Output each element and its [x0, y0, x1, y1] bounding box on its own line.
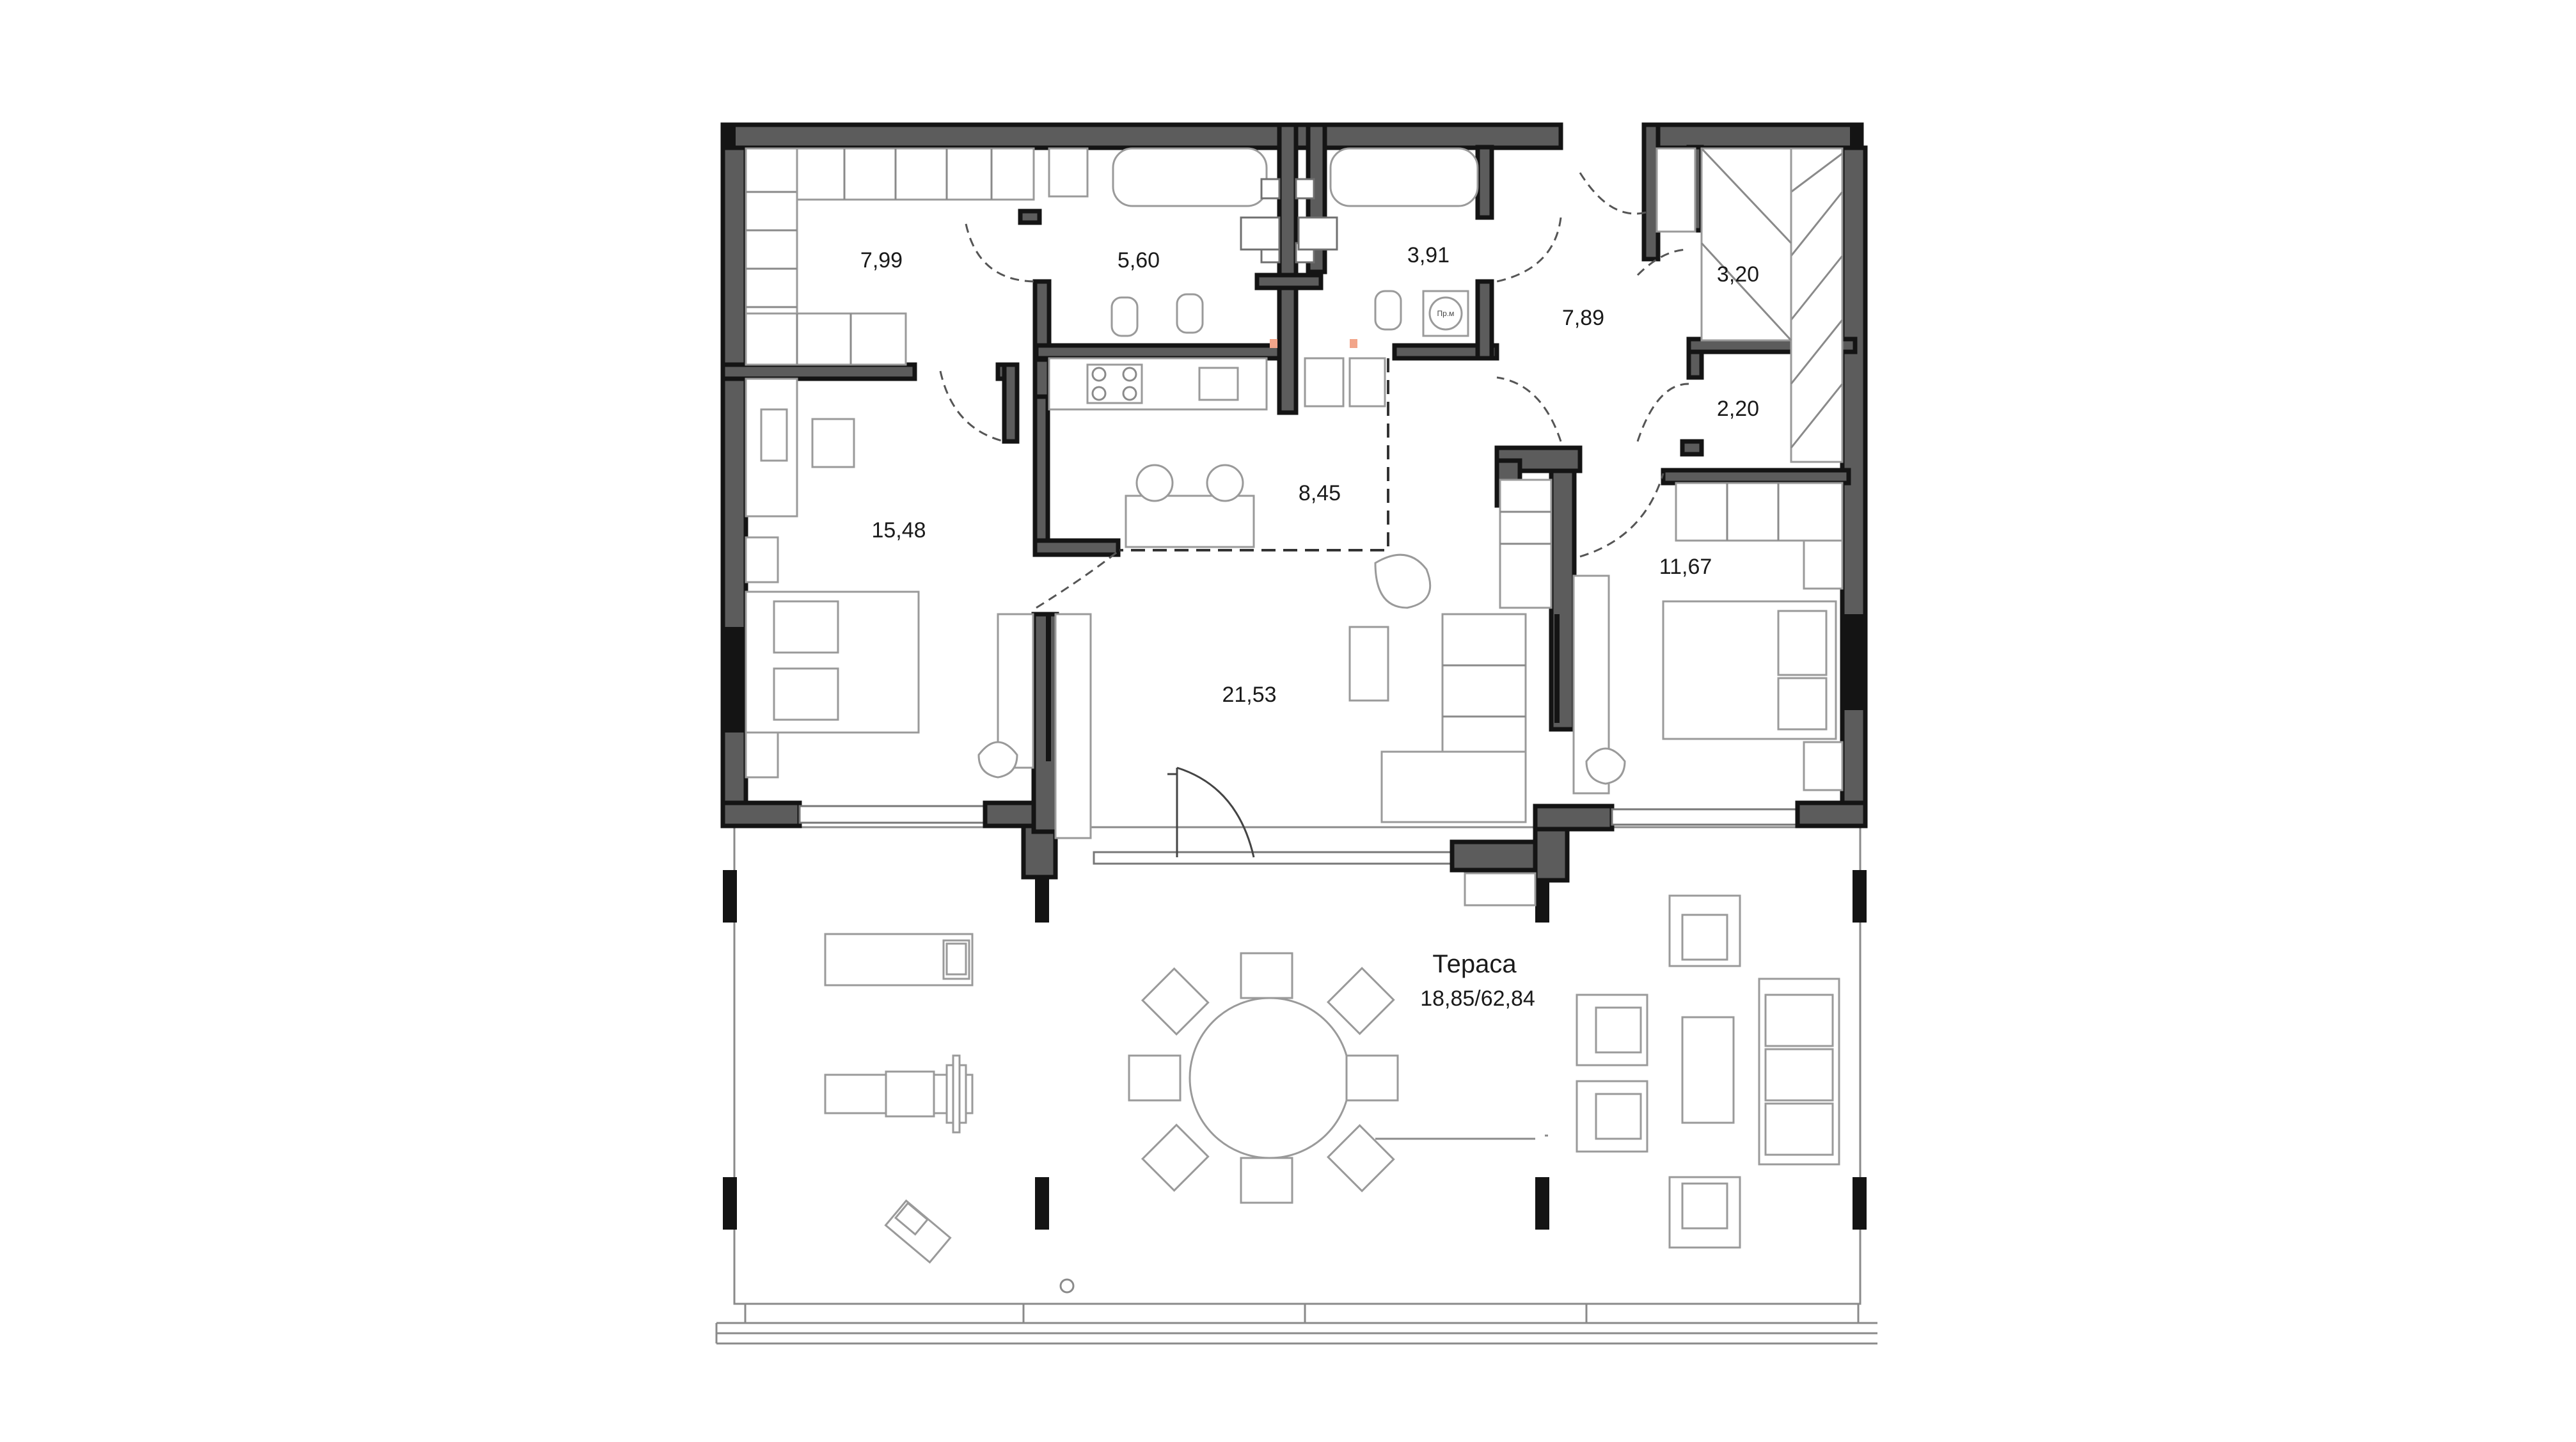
bathtub: [1329, 147, 1479, 207]
terrace-post: [1535, 1177, 1549, 1230]
shelf: [1675, 482, 1844, 542]
terrace-post: [1035, 870, 1049, 923]
terrace-title: Тераса: [1432, 950, 1517, 978]
washbasin-cabinet: [1048, 147, 1089, 198]
terrace-area: [715, 826, 1877, 1345]
floor-drain: [1059, 1278, 1075, 1294]
area-label-storage-2: 2,20: [1717, 397, 1759, 421]
terrace-post: [1853, 1177, 1867, 1230]
toilet: [1176, 293, 1204, 334]
dining-chair: [1141, 1123, 1210, 1192]
fridge: [1304, 357, 1345, 408]
area-label-hall: 7,89: [1562, 306, 1604, 330]
bathtub: [1112, 147, 1268, 207]
terrace-post: [723, 870, 737, 923]
bar-stool: [1206, 464, 1244, 502]
kitchen: [1036, 357, 1432, 609]
dining-chair: [1240, 1157, 1293, 1204]
tv-stand: [1054, 613, 1092, 839]
bar-stool: [1135, 464, 1174, 502]
area-label-bathroom-1: 5,60: [1118, 248, 1160, 273]
dining-chair: [1345, 1054, 1399, 1102]
bathrooms: Пр.м: [1048, 147, 1562, 442]
dining-chair: [1326, 1123, 1395, 1192]
storage-rooms: [1579, 147, 1844, 463]
bedroom-left: [745, 377, 1034, 779]
chair: [811, 418, 855, 468]
lounge-table: [1681, 1016, 1735, 1124]
area-labels: 7,99 5,60 3,91 7,89 3,20 2,20 15,48 8,45…: [860, 243, 1759, 1011]
area-label-bedroom-left: 15,48: [871, 518, 926, 543]
pouf: [1374, 553, 1432, 609]
area-label-bathroom-2: 3,91: [1407, 243, 1450, 267]
dining-chair: [1141, 967, 1210, 1036]
shaft-label: Пр.м: [1437, 309, 1455, 318]
toilet: [1374, 290, 1402, 331]
wardrobe-room: [745, 147, 1037, 443]
terrace-area-label: 18,85/62,84: [1420, 986, 1535, 1011]
dining-chair: [1326, 967, 1395, 1036]
terrace-post: [1535, 870, 1549, 923]
bedroom-right: [1499, 473, 1844, 795]
area-label-kitchen: 8,45: [1299, 481, 1341, 505]
walls: [720, 122, 1868, 883]
area-label-bedroom-right: 11,67: [1659, 555, 1712, 579]
hob: [1086, 363, 1143, 404]
desk: [760, 408, 788, 462]
area-label-storage-1: 3,20: [1717, 262, 1759, 287]
coffee-table: [1348, 626, 1389, 702]
toilet: [1110, 296, 1139, 337]
dining-chair: [1240, 952, 1293, 999]
sofa-chaise: [1380, 750, 1527, 823]
terrace-post: [723, 1177, 737, 1230]
kitchen-island: [1125, 495, 1255, 548]
dining-table: [1189, 997, 1351, 1159]
terrace-post: [1035, 1177, 1049, 1230]
entry-door: [1176, 766, 1255, 858]
area-label-living: 21,53: [1222, 683, 1276, 707]
tv-unit: [997, 613, 1034, 769]
dining-chair: [1128, 1054, 1181, 1102]
terrace-post: [1853, 870, 1867, 923]
terrace-furniture: [824, 894, 1840, 1264]
area-label-wardrobe: 7,99: [860, 248, 903, 273]
living-room: [1046, 613, 1560, 907]
sink: [1198, 367, 1239, 401]
